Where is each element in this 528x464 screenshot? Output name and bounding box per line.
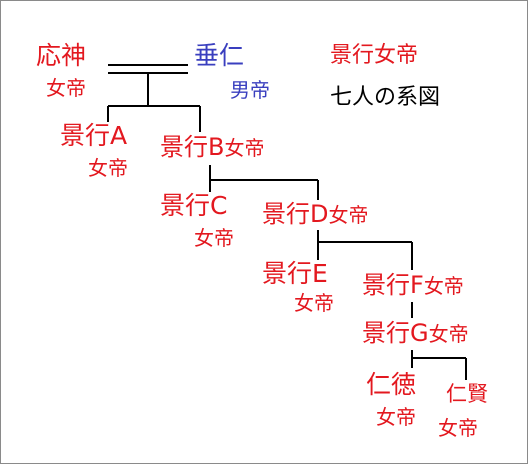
node-keiko-g-name: 景行G bbox=[362, 319, 429, 347]
node-keiko-e-role: 女帝 bbox=[294, 291, 334, 315]
node-keiko-f-role: 女帝 bbox=[423, 274, 464, 298]
node-keiko-c-name: 景行C bbox=[160, 191, 228, 220]
node-ojin-role: 女帝 bbox=[46, 76, 86, 100]
node-keiko-c-role: 女帝 bbox=[194, 226, 234, 250]
node-keiko-b: 景行B女帝 bbox=[160, 135, 264, 159]
node-keiko-b-role: 女帝 bbox=[224, 136, 265, 160]
node-keiko-a-name: 景行A bbox=[60, 121, 128, 150]
node-ojin-name: 応神 bbox=[36, 41, 87, 70]
node-keiko-d: 景行D女帝 bbox=[262, 202, 368, 226]
node-nintoku-role: 女帝 bbox=[376, 405, 416, 429]
node-keiko-d-role: 女帝 bbox=[328, 203, 369, 227]
node-keiko-f: 景行F女帝 bbox=[362, 273, 464, 297]
node-keiko-b-name: 景行B bbox=[160, 133, 225, 161]
node-keiko-g: 景行G女帝 bbox=[362, 321, 469, 345]
node-keiko-a-role: 女帝 bbox=[88, 156, 128, 180]
node-keiko-d-name: 景行D bbox=[262, 200, 329, 228]
title-keiko-jotei: 景行女帝 bbox=[330, 43, 419, 68]
node-niken-role: 女帝 bbox=[438, 416, 478, 440]
node-niken-name: 仁賢 bbox=[446, 382, 488, 406]
title-seven-genealogy: 七人の系図 bbox=[330, 85, 441, 110]
node-suinin-role: 男帝 bbox=[230, 78, 270, 102]
node-keiko-e-name: 景行E bbox=[262, 259, 328, 288]
node-nintoku-name: 仁徳 bbox=[366, 370, 417, 399]
node-suinin-name: 垂仁 bbox=[194, 41, 245, 70]
node-keiko-f-name: 景行F bbox=[362, 271, 424, 299]
node-keiko-g-role: 女帝 bbox=[428, 322, 469, 346]
